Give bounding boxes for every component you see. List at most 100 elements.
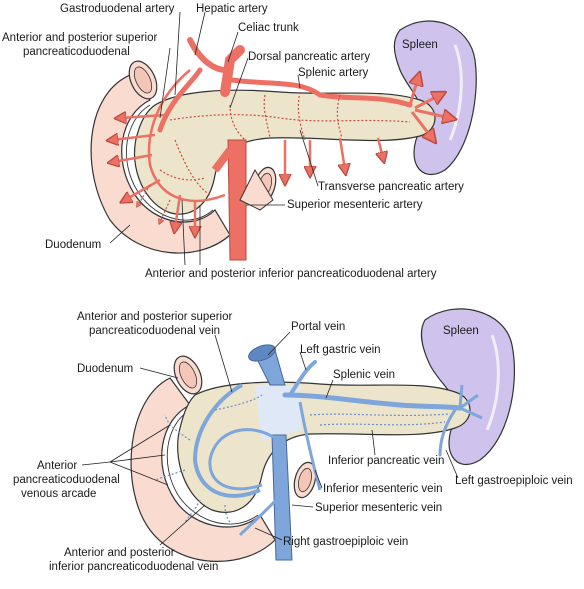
label-gastroduodenal-artery: Gastroduodenal artery bbox=[60, 3, 175, 15]
label-celiac-trunk: Celiac trunk bbox=[238, 22, 299, 34]
leader-anterior-arcade-3 bbox=[109, 461, 169, 486]
label-transverse-pancreatic-artery: Transverse pancreatic artery bbox=[318, 181, 464, 193]
bottom-panel-venous-drainage: Anterior and posterior superior pancreat… bbox=[13, 308, 573, 573]
superior-mesenteric-artery-stub bbox=[211, 147, 234, 173]
leader-portal-vein bbox=[267, 331, 291, 356]
splenic-branch-1 bbox=[408, 78, 418, 106]
label-ant-post-inferior-pd-vein-line1: Anterior and posterior bbox=[64, 547, 175, 559]
label-anterior-line3: venous arcade bbox=[21, 488, 96, 500]
splenic-branch-4 bbox=[410, 111, 432, 138]
label-duodenum-bottom: Duodenum bbox=[77, 363, 133, 375]
leader-dorsal-pancreatic-artery bbox=[229, 57, 249, 109]
inferior-mesenteric-vein bbox=[298, 401, 322, 491]
label-inferior-pancreatic-vein: Inferior pancreatic vein bbox=[328, 455, 444, 467]
label-right-gastroepiploic-vein: Right gastroepiploic vein bbox=[283, 536, 408, 548]
leader-inferior-mesenteric-vein bbox=[314, 469, 323, 489]
superior-mesenteric-artery-trunk bbox=[227, 139, 247, 261]
jejunum-top-tube bbox=[239, 168, 274, 211]
leader-ant-post-superior-pd bbox=[159, 47, 171, 119]
spleen-top-highlight bbox=[448, 44, 463, 141]
label-ant-post-superior-pd-vein-line1: Anterior and posterior superior bbox=[77, 311, 232, 323]
right-gastroepiploic-vein bbox=[238, 498, 278, 537]
label-splenic-vein: Splenic vein bbox=[333, 369, 395, 381]
gastroduodenal-artery bbox=[157, 67, 203, 133]
splenic-vein bbox=[282, 392, 463, 411]
pd-branch-5 bbox=[175, 194, 180, 228]
leader-celiac-trunk bbox=[227, 31, 239, 63]
intrapancreatic-venous-dotted-6 bbox=[184, 499, 201, 523]
label-superior-mesenteric-vein: Superior mesenteric vein bbox=[315, 502, 442, 514]
intrapancreatic-dotted-5 bbox=[336, 94, 343, 139]
leader-duodenum-bottom bbox=[139, 367, 179, 379]
pd-venous-arcade-bottom bbox=[192, 383, 261, 498]
spleen-bottom bbox=[420, 308, 515, 466]
splenic-tributary-2 bbox=[459, 393, 479, 410]
celiac-trunk bbox=[220, 45, 245, 97]
label-portal-vein: Portal vein bbox=[291, 321, 345, 333]
pd-branch-2 bbox=[112, 135, 156, 140]
label-hepatic-artery: Hepatic artery bbox=[196, 3, 268, 15]
label-spleen-top: Spleen bbox=[402, 39, 438, 51]
label-inferior-mesenteric-vein: Inferior mesenteric vein bbox=[323, 483, 443, 495]
splenic-tributary-1 bbox=[458, 384, 464, 409]
leader-ant-post-inferior-pd-vein bbox=[159, 504, 206, 546]
label-ant-post-superior-pd-vein-line2: pancreaticoduodenal vein bbox=[89, 325, 220, 337]
pancreas-bottom bbox=[177, 381, 471, 513]
pancreatic-branch-3 bbox=[340, 137, 345, 170]
leader-ant-post-superior-pd-vein bbox=[214, 334, 233, 393]
label-left-gastric-vein: Left gastric vein bbox=[300, 344, 381, 356]
pd-venous-arcade-loop bbox=[208, 428, 279, 491]
label-superior-mesenteric-artery: Superior mesenteric artery bbox=[287, 199, 423, 211]
label-ant-post-inferior-pd-artery: Anterior and posterior inferior pancreat… bbox=[145, 268, 437, 280]
spleen-bottom-highlight bbox=[485, 334, 500, 431]
label-anterior-line2: pancreaticoduodenal bbox=[13, 474, 120, 486]
intrapancreatic-dotted-4 bbox=[297, 91, 306, 141]
left-gastroepiploic-vein bbox=[438, 408, 457, 457]
pancreas-top bbox=[134, 89, 436, 215]
leader-transverse-pancreatic-artery bbox=[299, 129, 319, 187]
intrapancreatic-dotted-7 bbox=[159, 169, 206, 181]
intrapancreatic-venous-dotted-3 bbox=[214, 394, 263, 411]
label-ant-post-superior-pd-line2: pancreaticoduodenal bbox=[23, 46, 130, 58]
label-ant-post-inferior-pd-vein-line2: inferior pancreaticoduodenal vein bbox=[49, 561, 218, 573]
pancreatic-branch-4 bbox=[378, 137, 383, 158]
splenic-tributary-3 bbox=[459, 406, 483, 420]
leader-anterior-arcade-1 bbox=[109, 424, 171, 463]
label-ant-post-superior-pd-line1: Anterior and posterior superior bbox=[2, 32, 157, 44]
splenic-artery bbox=[229, 77, 413, 108]
leader-superior-mesenteric-vein bbox=[291, 504, 314, 508]
inferior-pd-dotted-1 bbox=[160, 199, 171, 222]
leader-anterior-arcade-4 bbox=[81, 461, 111, 466]
leader-inferior-pd-artery-1 bbox=[181, 199, 186, 266]
top-panel-arterial-supply: Gastroduodenal artery Hepatic artery Cel… bbox=[2, 3, 477, 280]
duodenum-bottom-upper-lumen bbox=[178, 361, 198, 389]
leader-splenic-artery bbox=[297, 74, 301, 89]
superior-mesenteric-vein-trunk bbox=[271, 434, 293, 561]
left-gastric-vein bbox=[288, 360, 317, 397]
leader-left-gastric-vein bbox=[299, 351, 307, 371]
label-splenic-artery: Splenic artery bbox=[298, 67, 369, 79]
label-left-gastroepiploic-vein: Left gastroepiploic vein bbox=[455, 475, 573, 487]
hepatic-artery bbox=[187, 37, 233, 74]
leader-anterior-arcade-2 bbox=[109, 454, 166, 463]
label-dorsal-pancreatic-artery: Dorsal pancreatic artery bbox=[248, 51, 370, 63]
pd-branch-3 bbox=[113, 153, 153, 162]
leader-gastroduodenal-artery bbox=[174, 11, 181, 96]
label-anterior-line1: Anterior bbox=[37, 460, 77, 472]
pd-branch-4 bbox=[125, 178, 161, 200]
portal-confluence-region bbox=[255, 385, 302, 440]
intrapancreatic-venous-dotted-5 bbox=[154, 469, 186, 481]
splenic-branch-3 bbox=[414, 108, 450, 118]
label-duodenum-top: Duodenum bbox=[45, 239, 101, 251]
intrapancreatic-dotted-2 bbox=[229, 104, 246, 141]
duodenum-top-upper-lumen bbox=[133, 66, 153, 94]
leader-duodenum-top bbox=[109, 224, 131, 244]
leader-inferior-pancreatic-vein bbox=[371, 429, 376, 456]
splenic-branch-2 bbox=[414, 95, 440, 110]
intrapancreatic-dotted-6 bbox=[174, 139, 211, 196]
intrapancreatic-venous-dotted-2 bbox=[319, 421, 446, 426]
intrapancreatic-venous-dotted-7 bbox=[224, 504, 233, 526]
intrapancreatic-venous-dotted-1 bbox=[309, 413, 451, 417]
leader-left-gastroepiploic-vein bbox=[445, 449, 459, 479]
